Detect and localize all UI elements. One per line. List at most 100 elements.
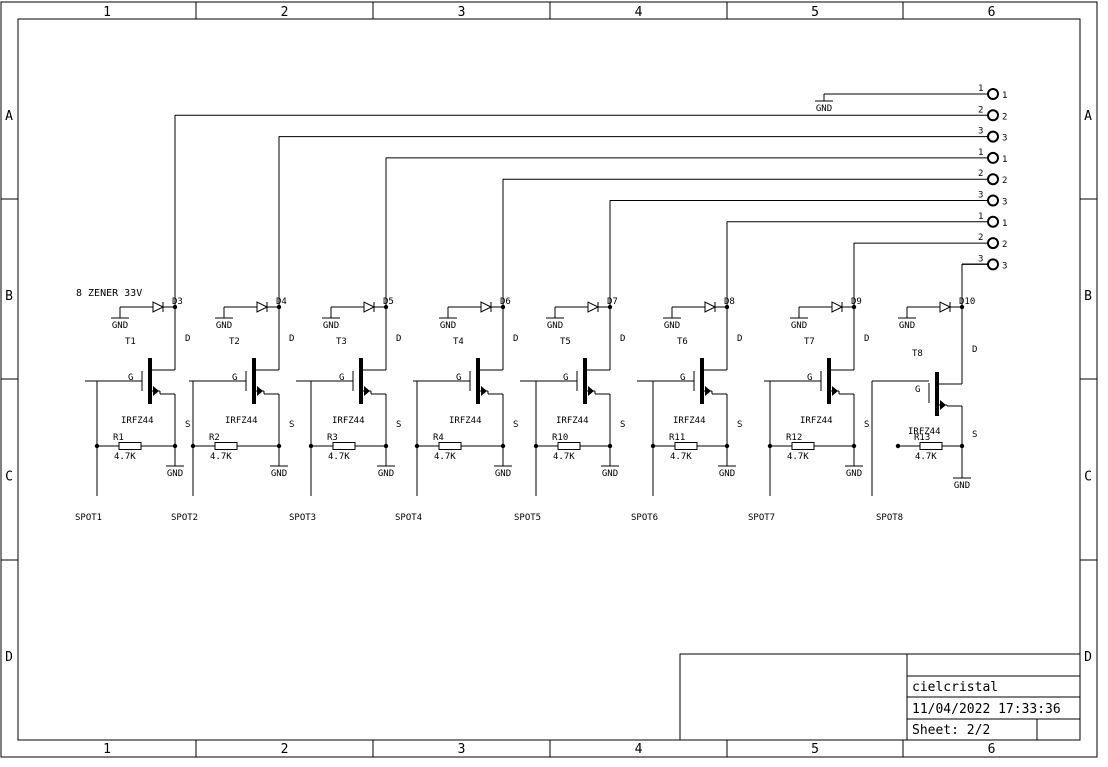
connector-pin-number: 3 (978, 254, 983, 264)
diode-label: D4 (276, 297, 287, 307)
column-label-top: 6 (988, 5, 996, 20)
junction-dot (533, 443, 539, 449)
resistor-label: R1 (113, 433, 124, 443)
resistor-icon (919, 442, 943, 450)
transistor-label: T3 (336, 337, 347, 347)
junction-dot (650, 443, 656, 449)
column-label-bottom: 3 (458, 742, 466, 757)
diode-label: D3 (172, 297, 183, 307)
resistor-value: 4.7K (553, 452, 575, 462)
drain-pin-label: D (864, 334, 869, 344)
part-label: IRFZ44 (332, 416, 365, 426)
source-pin-label: S (396, 420, 401, 430)
connector-pin-label: 1 (1002, 91, 1007, 101)
ground-label: GND (719, 469, 735, 479)
gate-pin-label: G (232, 373, 237, 383)
diode-label: D9 (851, 297, 862, 307)
resistor-icon (332, 442, 356, 450)
ground-label: GND (954, 481, 970, 491)
resistor-value: 4.7K (210, 452, 232, 462)
zener-note: 8 ZENER 33V (76, 288, 142, 299)
junction-dot (895, 443, 901, 449)
connector-pin-label: 3 (1002, 261, 1007, 271)
drain-pin-label: D (972, 345, 977, 355)
ground-label: GND (495, 469, 511, 479)
connector-pin-circle (987, 109, 999, 122)
row-label-right: A (1084, 109, 1092, 124)
junction-dot (308, 443, 314, 449)
zener-diode-icon (256, 301, 269, 313)
spot-label: SPOT1 (75, 513, 102, 523)
column-label-top: 2 (281, 5, 289, 20)
part-label: IRFZ44 (225, 416, 258, 426)
project-name: cielcristal (912, 680, 998, 695)
diode-label: D6 (500, 297, 511, 307)
resistor-icon (438, 442, 462, 450)
spot-label: SPOT6 (631, 513, 658, 523)
resistor-value: 4.7K (434, 452, 456, 462)
junction-dot (767, 443, 773, 449)
ground-label: GND (167, 469, 183, 479)
connector-pin-label: 3 (1002, 198, 1007, 208)
column-label-bottom: 1 (103, 742, 111, 757)
row-label-left: C (5, 470, 13, 485)
source-pin-label: S (737, 420, 742, 430)
part-label: IRFZ44 (908, 427, 941, 437)
resistor-icon (118, 442, 142, 450)
connector-pin-number: 1 (978, 212, 983, 222)
resistor-icon (791, 442, 815, 450)
spot-label: SPOT3 (289, 513, 316, 523)
resistor-value: 4.7K (915, 452, 937, 462)
transistor-label: T6 (677, 337, 688, 347)
zener-diode-icon (152, 301, 165, 313)
sheet-number: Sheet: 2/2 (912, 723, 990, 738)
ground-label: GND (664, 321, 680, 331)
connector-pin-number: 2 (978, 105, 983, 115)
resistor-value: 4.7K (328, 452, 350, 462)
junction-dot (383, 304, 389, 310)
column-label-top: 3 (458, 5, 466, 20)
source-pin-label: S (620, 420, 625, 430)
transistor-label: T4 (453, 337, 464, 347)
resistor-icon (557, 442, 581, 450)
resistor-label: R11 (669, 433, 685, 443)
resistor-label: R13 (914, 433, 930, 443)
junction-dot (959, 304, 965, 310)
source-pin-label: S (864, 420, 869, 430)
connector-pin-circle (987, 215, 999, 228)
connector-pin-number: 3 (978, 127, 983, 137)
connector-pin-number: 1 (978, 84, 983, 94)
connector-pin-label: 2 (1002, 112, 1007, 122)
ground-label: GND (602, 469, 618, 479)
resistor-icon (674, 442, 698, 450)
resistor-value: 4.7K (670, 452, 692, 462)
spot-label: SPOT7 (748, 513, 775, 523)
junction-dot (190, 443, 196, 449)
row-label-left: B (5, 289, 13, 304)
ground-label: GND (816, 104, 832, 114)
connector-pin-label: 3 (1002, 134, 1007, 144)
sheet-datetime: 11/04/2022 17:33:36 (912, 702, 1061, 717)
title-block: cielcristal 11/04/2022 17:33:36 Sheet: 2… (679, 653, 1081, 741)
ground-label: GND (791, 321, 807, 331)
connector-pin-label: 2 (1002, 240, 1007, 250)
ground-label: GND (899, 321, 915, 331)
zener-diode-icon (831, 301, 844, 313)
connector-pin-number: 2 (978, 169, 983, 179)
ground-label: GND (378, 469, 394, 479)
drain-pin-label: D (185, 334, 190, 344)
resistor-value: 4.7K (114, 452, 136, 462)
inner-frame (17, 18, 1081, 741)
zener-diode-icon (939, 301, 952, 313)
gate-pin-label: G (915, 385, 920, 395)
connector-pin-number: 1 (978, 148, 983, 158)
ground-label: GND (440, 321, 456, 331)
ground-label: GND (216, 321, 232, 331)
ground-label: GND (112, 321, 128, 331)
junction-dot (500, 304, 506, 310)
